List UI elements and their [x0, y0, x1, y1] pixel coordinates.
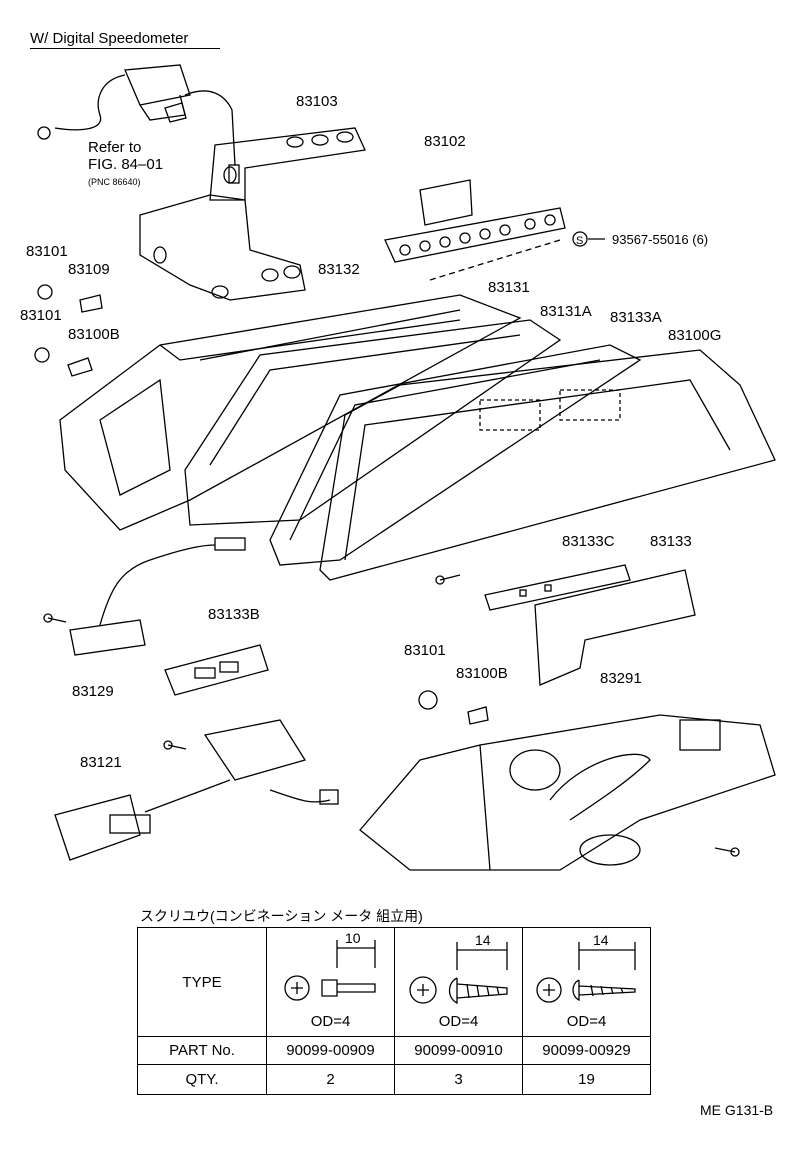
exploded-view-drawing	[34, 64, 776, 871]
title-underline	[30, 48, 220, 49]
refer-pnc-text: (PNC 86640)	[88, 177, 141, 187]
qty-2: 3	[394, 1064, 523, 1095]
callout-screw-spec: 93567-55016 (6)	[612, 232, 709, 247]
figure-code: ME G131-B	[700, 1102, 774, 1118]
callout-83100G: 83100G	[668, 327, 722, 344]
callout-83133B: 83133B	[208, 606, 260, 623]
callout-83131: 83131	[488, 279, 530, 296]
bulb-sockets-left	[34, 284, 489, 725]
plate-83133C	[484, 564, 631, 611]
lens-83100G	[319, 349, 776, 581]
screw-symbol: S	[576, 235, 584, 247]
callout-83101-b: 83101	[20, 307, 62, 324]
callout-83100B-b: 83100B	[456, 665, 508, 682]
callout-83133: 83133	[650, 533, 692, 550]
bracket-83102	[384, 179, 566, 263]
screw-table: TYPE 10 OD=4 14 OD=4	[137, 927, 651, 1095]
table-caption: スクリユウ(コンビネーション メータ 組立用)	[140, 908, 423, 924]
callout-83101-c: 83101	[404, 642, 446, 659]
length-3: 14	[593, 932, 609, 948]
type-cell-3: 14 OD=4	[522, 927, 651, 1037]
length-2: 14	[475, 932, 491, 948]
part-header: PART No.	[137, 1036, 267, 1065]
od-2: OD=4	[438, 1013, 479, 1030]
meter-housing-83131	[184, 319, 562, 526]
bracket-83103	[139, 127, 366, 301]
sensor-harness	[37, 64, 240, 184]
bezel-83131A	[269, 344, 642, 566]
callout-83133A: 83133A	[610, 309, 662, 326]
page-title: W/ Digital Speedometer	[30, 30, 189, 47]
length-1: 10	[345, 930, 361, 946]
qty-1: 2	[266, 1064, 395, 1095]
plate-83133	[534, 569, 696, 686]
type-cell-2: 14 OD=4	[394, 927, 523, 1037]
part-no-1: 90099-00909	[266, 1036, 395, 1065]
circuit-assembly-83291	[359, 714, 776, 871]
callout-83103: 83103	[296, 93, 338, 110]
odometer-83121	[54, 719, 339, 861]
od-3: OD=4	[566, 1013, 607, 1030]
qty-header: QTY.	[137, 1064, 267, 1095]
switch-83133B	[164, 644, 269, 696]
callout-83291: 83291	[600, 670, 642, 687]
callout-83102: 83102	[424, 133, 466, 150]
callout-83101-a: 83101	[26, 243, 68, 260]
refer-to-text: Refer to	[88, 139, 142, 156]
refer-fig-text: FIG. 84–01	[88, 156, 164, 173]
callout-83109: 83109	[68, 261, 110, 278]
connector-83129	[69, 537, 246, 656]
callout-83121: 83121	[80, 754, 122, 771]
qty-3: 19	[522, 1064, 651, 1095]
callout-83133C: 83133C	[562, 533, 615, 550]
part-no-2: 90099-00910	[394, 1036, 523, 1065]
part-no-3: 90099-00929	[522, 1036, 651, 1065]
type-header: TYPE	[137, 927, 267, 1037]
screws-small	[43, 574, 740, 857]
type-cell-1: 10 OD=4	[266, 927, 395, 1037]
od-1: OD=4	[310, 1013, 351, 1030]
callout-83132: 83132	[318, 261, 360, 278]
callout-83131A: 83131A	[540, 303, 592, 320]
callout-83129: 83129	[72, 683, 114, 700]
callout-83100B-a: 83100B	[68, 326, 120, 343]
